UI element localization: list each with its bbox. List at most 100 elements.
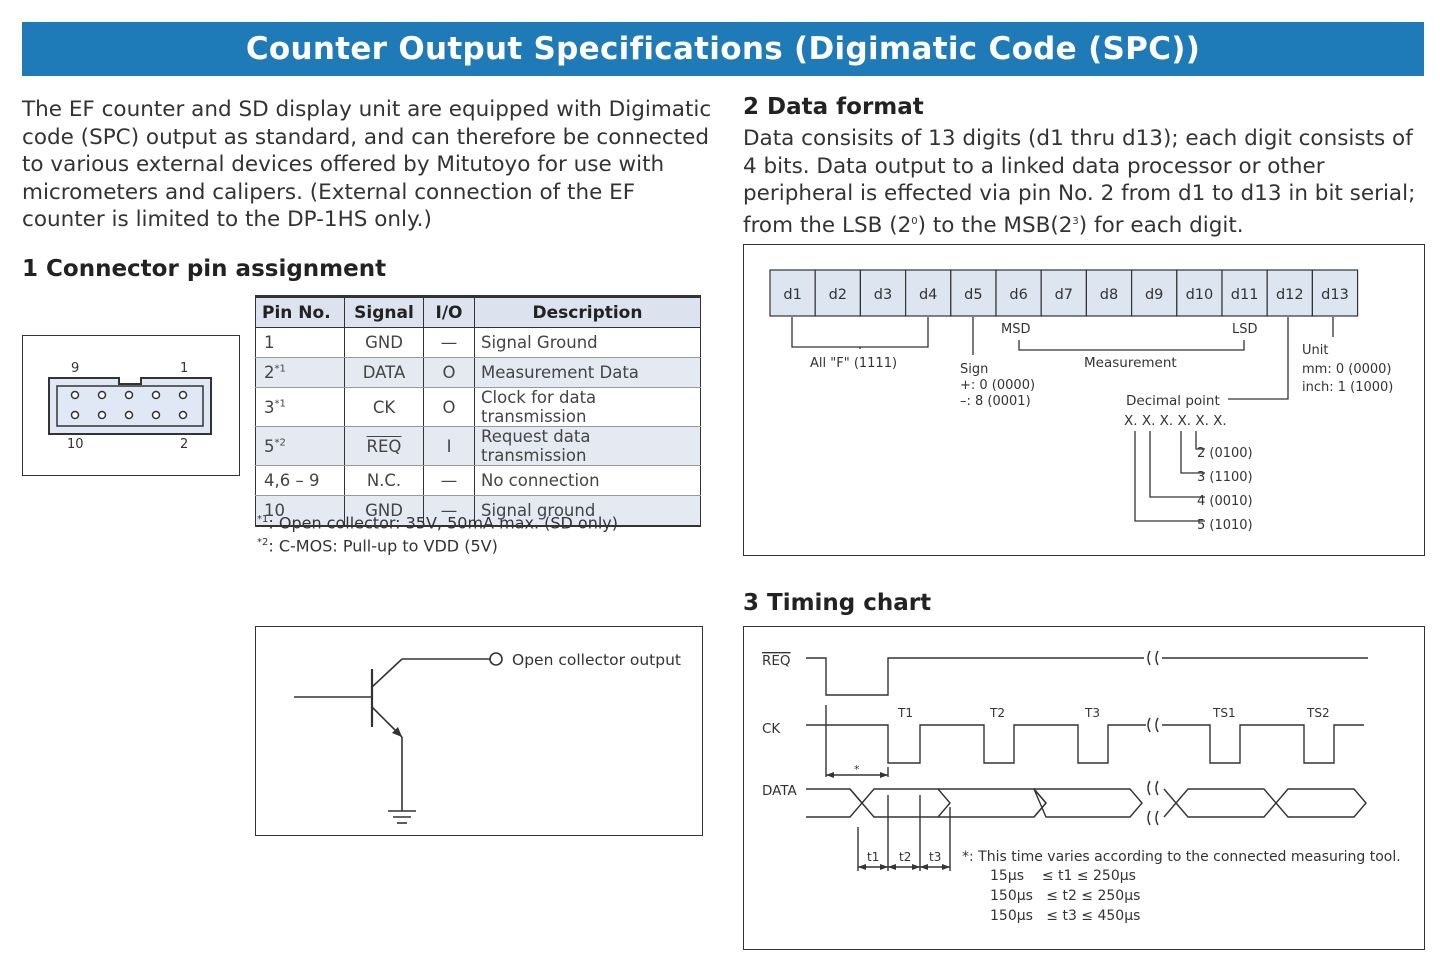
digit-cell-d12	[1266, 269, 1314, 317]
table-header-row: Pin No. Signal I/O Description	[255, 295, 701, 328]
table-row: 10 GND — Signal ground	[255, 495, 701, 527]
note-2: *2: C-MOS: Pull-up to VDD (5V)	[257, 536, 498, 556]
io-cell: —	[423, 495, 475, 527]
interval-label-t1: t1	[867, 850, 879, 864]
pin-cell: 3*1	[255, 387, 345, 427]
sign-title: Sign	[960, 362, 988, 377]
timing-note: *: This time varies according to the con…	[962, 849, 1401, 865]
data-waveform-cell1	[849, 788, 951, 818]
digit-cell-d9	[1131, 269, 1178, 317]
col-header-io: I/O	[423, 295, 475, 328]
digit-label: d7	[1055, 287, 1073, 303]
connector-label-10: 10	[67, 437, 84, 452]
digit-label: d11	[1231, 287, 1259, 303]
signal-cell: N.C.	[344, 465, 424, 496]
open-collector-circuit: Open collector output	[255, 626, 703, 836]
connector-svg: 9 1 10 2	[48, 361, 212, 452]
ck-waveform	[806, 724, 1146, 764]
page-title-banner: Counter Output Specifications (Digimatic…	[22, 22, 1424, 76]
section3-heading: 3 Timing chart	[743, 590, 932, 616]
table-notes: *1: Open collector: 35V, 50mA max. (SD o…	[257, 510, 618, 557]
description-cell: Measurement Data	[474, 357, 701, 388]
col-header-pin: Pin No.	[255, 295, 345, 328]
digit-cell-d10	[1176, 269, 1223, 317]
signal-label-req: REQ	[762, 653, 791, 669]
connector-label-1: 1	[180, 361, 188, 376]
description-cell: Signal ground	[474, 495, 701, 527]
data-waveform-cell5	[1275, 788, 1367, 818]
interval-label-t2: t2	[899, 850, 911, 864]
description-cell: Signal Ground	[474, 327, 701, 358]
circuit-svg: Open collector output	[294, 651, 681, 824]
digit-label: d4	[919, 287, 937, 303]
timing-chart-svg: REQ CK DATA	[762, 650, 1401, 924]
decimal-value-2: 3 (1100)	[1197, 470, 1253, 485]
note-1: *1: Open collector: 35V, 50mA max. (SD o…	[257, 513, 618, 533]
signal-label-data: DATA	[762, 783, 798, 799]
table-row: 5*2 REQ I Request data transmission	[255, 426, 701, 466]
collector-lead	[371, 658, 403, 688]
sign-minus: –: 8 (0001)	[960, 394, 1031, 409]
col-header-description: Description	[474, 295, 701, 328]
data-waveform-cell2	[938, 788, 1047, 818]
digit-label: d9	[1145, 287, 1163, 303]
unit-title: Unit	[1302, 343, 1328, 358]
all-f-label: All "F" (1111)	[810, 356, 897, 371]
connector-label-2: 2	[180, 437, 188, 452]
digit-cell-d13	[1311, 269, 1359, 317]
digit-label: d6	[1009, 287, 1027, 303]
digit-cell-d11	[1221, 269, 1268, 317]
timing-chart: REQ CK DATA	[743, 626, 1425, 950]
signal-cell: REQ	[344, 426, 424, 466]
table-row: 1 GND — Signal Ground	[255, 327, 701, 358]
io-cell: —	[423, 327, 475, 358]
output-terminal-icon	[489, 652, 503, 666]
digit-cell-d3	[859, 269, 907, 317]
data-waveform-cell3	[1033, 788, 1143, 818]
description-cell: No connection	[474, 465, 701, 496]
io-cell: —	[423, 465, 475, 496]
timing-range-3: 150µs ≤ t3 ≤ 450µs	[990, 908, 1140, 924]
signal-label-ck: CK	[762, 721, 781, 737]
page-title: Counter Output Specifications (Digimatic…	[245, 31, 1201, 67]
circuit-label: Open collector output	[512, 651, 681, 669]
decimal-pattern: X. X. X. X. X. X.	[1124, 413, 1227, 429]
signal-cell: GND	[344, 495, 424, 527]
data-format-paragraph: Data consisits of 13 digits (d1 thru d13…	[743, 126, 1416, 238]
clock-label-ts1: TS1	[1212, 706, 1236, 720]
measurement-label: Measurement	[1084, 355, 1177, 371]
col-header-signal: Signal	[344, 295, 424, 328]
unit-inch: inch: 1 (1000)	[1302, 380, 1393, 395]
digit-cell-d1	[769, 269, 816, 317]
msd-label: MSD	[1001, 322, 1030, 337]
req-break-icon	[1147, 650, 1159, 666]
digit-label: d10	[1186, 287, 1214, 303]
connector-body	[48, 377, 212, 435]
io-cell: I	[423, 426, 475, 466]
digit-label: d8	[1100, 287, 1118, 303]
ck-break-icon	[1147, 717, 1159, 733]
table-row: 2*1 DATA O Measurement Data	[255, 357, 701, 388]
format-brackets	[791, 317, 1334, 522]
interval-label-t3: t3	[929, 850, 941, 864]
section1-heading: 1 Connector pin assignment	[22, 256, 387, 282]
pin-cell: 10	[255, 495, 345, 527]
sign-plus: +: 0 (0000)	[960, 378, 1035, 393]
connector-label-9: 9	[71, 361, 79, 376]
clock-label-t1: T1	[897, 706, 913, 720]
ck-waveform-cont	[1162, 724, 1364, 764]
table-row: 4,6 – 9 N.C. — No connection	[255, 465, 701, 496]
pin-assignment-table: Pin No. Signal I/O Description 1 GND — S…	[255, 295, 701, 527]
connector-pins	[70, 390, 188, 420]
pin-cell: 5*2	[255, 426, 345, 466]
data-waveform-cell4	[1163, 788, 1277, 818]
digit-label: d5	[964, 287, 982, 303]
digit-cell-d7	[1040, 269, 1088, 317]
decimal-value-1: 2 (0100)	[1197, 446, 1253, 461]
description-cell: Clock for data transmission	[474, 387, 701, 427]
digit-label: d3	[874, 287, 892, 303]
digit-cell-d8	[1085, 269, 1133, 317]
